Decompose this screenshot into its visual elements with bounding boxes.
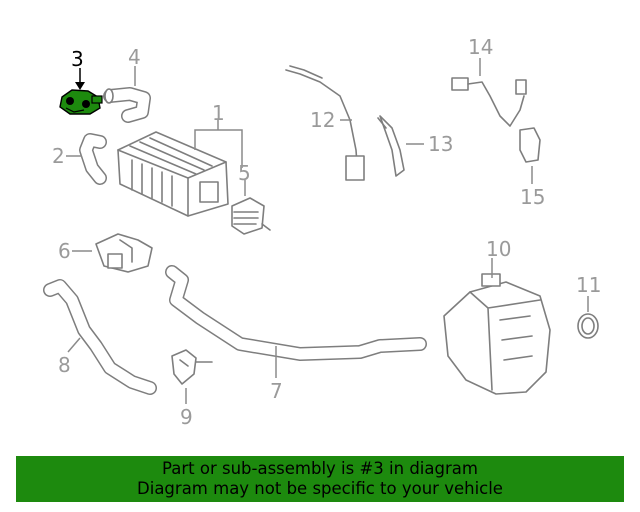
part-2-hose[interactable] xyxy=(79,133,107,185)
part-10-leak-detection-pump[interactable] xyxy=(443,273,551,395)
leader-8 xyxy=(67,337,81,353)
callout-2[interactable]: 2 xyxy=(52,144,65,168)
callout-8[interactable]: 8 xyxy=(58,353,71,377)
part-14-sensor[interactable] xyxy=(451,77,527,127)
part-9-bracket[interactable] xyxy=(171,349,213,385)
part-11-ring[interactable] xyxy=(577,313,599,339)
part-1-charcoal-canister[interactable] xyxy=(117,131,229,217)
part-13-bracket[interactable] xyxy=(377,115,405,177)
part-4-hose[interactable] xyxy=(103,87,151,123)
callout-1[interactable]: 1 xyxy=(212,101,225,125)
part-15-bracket[interactable] xyxy=(519,127,541,163)
parts-diagram: 3 4 1 2 5 6 7 8 9 10 11 12 13 14 15 xyxy=(43,35,601,429)
callout-13[interactable]: 13 xyxy=(428,132,453,156)
callout-6[interactable]: 6 xyxy=(58,239,71,263)
callout-10[interactable]: 10 xyxy=(486,237,511,261)
callout-4[interactable]: 4 xyxy=(128,45,141,69)
banner-line-2: Diagram may not be specific to your vehi… xyxy=(137,479,503,498)
part-6-valve[interactable] xyxy=(95,233,153,273)
callout-3[interactable]: 3 xyxy=(71,47,84,71)
callout-12[interactable]: 12 xyxy=(310,108,335,132)
callout-9[interactable]: 9 xyxy=(180,405,193,429)
callout-14[interactable]: 14 xyxy=(468,35,493,59)
callout-11[interactable]: 11 xyxy=(576,273,601,297)
banner-line-1: Part or sub-assembly is #3 in diagram xyxy=(162,459,478,478)
part-7-pipe[interactable] xyxy=(165,265,427,361)
info-banner: Part or sub-assembly is #3 in diagram Di… xyxy=(16,456,624,502)
part-12-hose[interactable] xyxy=(285,65,365,181)
part-8-hose[interactable] xyxy=(43,279,157,395)
callout-5[interactable]: 5 xyxy=(238,161,251,185)
part-5-vsv[interactable] xyxy=(231,197,271,235)
callout-15[interactable]: 15 xyxy=(520,185,545,209)
part-3-valve[interactable] xyxy=(59,89,103,115)
callout-7[interactable]: 7 xyxy=(270,379,283,403)
leader-3-arrow xyxy=(75,82,85,90)
